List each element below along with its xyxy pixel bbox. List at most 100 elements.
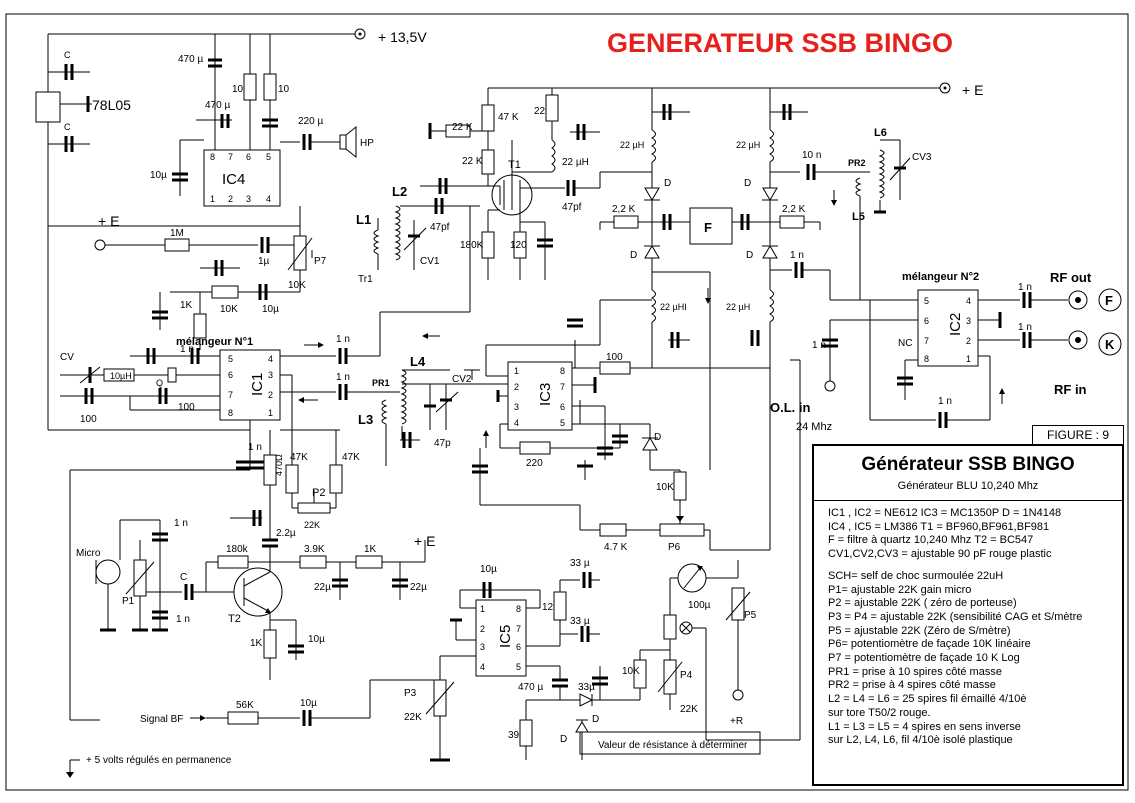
- ic2-chip: [917, 289, 979, 367]
- label-c470u2: 470 µ: [205, 100, 230, 111]
- svg-text:2: 2: [268, 390, 273, 400]
- label-p6: P6: [668, 542, 681, 553]
- res-note-box: [579, 731, 761, 755]
- l6-section: [830, 139, 911, 301]
- label-n1d: 1 n: [248, 442, 262, 453]
- label-n1c: 1 n: [336, 372, 350, 383]
- legend-line: PR2 = prise à 4 spires côté masse: [828, 679, 996, 692]
- label-c33u-a: 33 µ: [570, 558, 590, 569]
- svg-text:7: 7: [228, 390, 233, 400]
- label-p7: P7: [314, 256, 327, 267]
- label-c-t2: C: [180, 572, 187, 583]
- ic1-wiring: [48, 292, 400, 470]
- label-pr2: PR2: [848, 158, 866, 168]
- svg-text:1: 1: [268, 408, 273, 418]
- label-five-volt: + 5 volts régulés en permanence: [86, 755, 232, 766]
- label-l10u: 10µH: [110, 371, 132, 381]
- label-r180k: 180K: [460, 240, 484, 251]
- label-plus-e-bottom: + E: [414, 533, 435, 549]
- label-r100: 100: [606, 352, 623, 363]
- badge-k: K: [1105, 337, 1115, 352]
- legend-line: PR1 = prise à 10 spires côté masse: [828, 665, 1002, 678]
- label-d5: D: [654, 432, 661, 443]
- label-r22k-b: 22 K: [462, 156, 483, 167]
- label-mixer1: mélangeur N°1: [176, 336, 253, 348]
- legend-subtitle: Générateur BLU 10,240 Mhz: [897, 480, 1039, 492]
- svg-text:1: 1: [480, 604, 485, 614]
- label-r22: 22: [534, 106, 546, 117]
- label-r56k: 56K: [236, 700, 254, 711]
- label-p3: P3: [404, 688, 417, 699]
- label-d6: D: [592, 714, 599, 725]
- p2-network: [230, 375, 343, 562]
- label-c33u-c: 33µ: [578, 682, 595, 693]
- label-r470: 470Ω: [274, 454, 284, 476]
- svg-text:6: 6: [246, 152, 251, 162]
- label-r47k-b: 47K: [342, 452, 360, 463]
- legend-separator: [814, 500, 1122, 501]
- label-r220: 220: [526, 458, 543, 469]
- legend-line: F = filtre à quartz 10,240 Mhz T2 = BC54…: [828, 534, 1034, 547]
- ic1-chip: [219, 349, 281, 421]
- label-c47pf-a: 47pf: [430, 222, 450, 233]
- label-r1k-c: 1K: [250, 638, 263, 649]
- svg-text:2: 2: [966, 336, 971, 346]
- cap-label-c1: C: [64, 50, 71, 60]
- label-r22k-p2: 22K: [304, 520, 320, 530]
- label-cv1: CV1: [420, 256, 440, 267]
- label-r39k: 3.9K: [304, 544, 325, 555]
- svg-text:1: 1: [514, 366, 519, 376]
- label-c22u-b: 22µ: [410, 582, 427, 593]
- label-c100u: 100µ: [688, 600, 711, 611]
- label-c10u-ic5: 10µ: [480, 564, 497, 575]
- label-l4: L4: [410, 354, 426, 369]
- label-r10k: 10K: [220, 304, 238, 315]
- svg-text:4: 4: [268, 354, 273, 364]
- label-c10u-bf: 10µ: [300, 698, 317, 709]
- legend-line: L2 = L4 = L6 = 25 spires fil émaillé 4/1…: [828, 693, 1027, 706]
- cap-label-c2: C: [64, 122, 71, 132]
- svg-text:6: 6: [516, 642, 521, 652]
- label-n1-j: 1 n: [174, 518, 188, 529]
- legend-line: P3 = P4 = ajustable 22K (sensibilité CAG…: [828, 610, 1083, 623]
- label-r22k-p3: 22K: [404, 712, 422, 723]
- label-d7: D: [560, 734, 567, 745]
- label-n1-e: 1 n: [790, 250, 804, 261]
- label-r47k-t1: 47 K: [498, 112, 519, 123]
- label-plus-e-top: + E: [962, 82, 983, 98]
- ic5-label: IC5: [497, 625, 514, 648]
- ic3-chip: [507, 361, 573, 431]
- label-c47p: 47p: [434, 438, 451, 449]
- svg-text:3: 3: [246, 194, 251, 204]
- label-r10k-d: 10K: [656, 482, 674, 493]
- label-cv2: CV2: [452, 374, 472, 385]
- label-hp: HP: [360, 138, 374, 149]
- svg-text:7: 7: [924, 336, 929, 346]
- label-l22u-c: 22 µH: [736, 140, 760, 150]
- label-l6: L6: [874, 127, 887, 139]
- legend-line: sur L2, L4, L6, fil 4/10è isolé plastiqu…: [828, 734, 1013, 747]
- regulator-78l05: [35, 91, 61, 123]
- svg-text:5: 5: [924, 296, 929, 306]
- label-l22u-b: 22 µH: [620, 140, 644, 150]
- label-l22u-a: 22 µH: [562, 157, 589, 168]
- svg-text:3: 3: [514, 402, 519, 412]
- svg-text:3: 3: [480, 642, 485, 652]
- legend-line: IC4 , IC5 = LM386 T1 = BF960,BF961,BF981: [828, 520, 1050, 533]
- ic5-pins: 12 34 87 65: [480, 604, 521, 672]
- svg-text:2: 2: [480, 624, 485, 634]
- label-rf-in: RF in: [1054, 382, 1087, 397]
- legend-line: SCH= self de choc surmoulée 22uH: [828, 569, 1004, 582]
- label-d1: D: [664, 178, 671, 189]
- label-c10u-b: 10µ: [262, 304, 279, 315]
- label-r180k-b: 180k: [226, 544, 249, 555]
- label-r12: 12: [542, 602, 554, 613]
- label-plus-e-left: + E: [98, 213, 119, 229]
- label-r1k-b: 1K: [364, 544, 377, 555]
- legend-box: Générateur SSB BINGO Générateur BLU 10,2…: [812, 444, 1124, 786]
- label-l1: L1: [356, 212, 371, 227]
- p7-network: [105, 226, 313, 300]
- signal-arrows: [190, 190, 1005, 721]
